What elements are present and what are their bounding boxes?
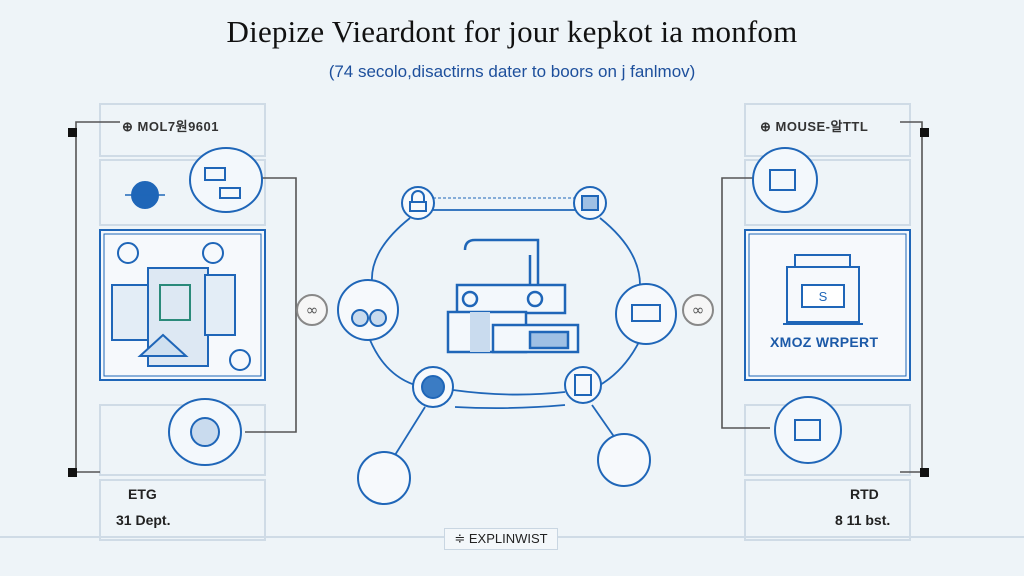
right-panel-header: ⊕ MOUSE-알TTL (760, 119, 869, 134)
network-link (454, 404, 566, 410)
link-left-icon[interactable] (296, 294, 328, 326)
left-footer-code: ETG (128, 486, 157, 502)
low-right-node-icon (597, 433, 651, 487)
bracket-handle (920, 128, 929, 137)
left-bracket (75, 121, 120, 473)
left-box-icon (117, 242, 139, 264)
network-link (394, 406, 426, 456)
network-link (452, 389, 566, 396)
right-footer-box (744, 479, 911, 541)
svg-text:∞: ∞ (306, 301, 319, 319)
network-link (599, 217, 641, 286)
right-connector (721, 177, 770, 429)
right-footer-value: 8 11 bst. (835, 512, 891, 528)
bracket-handle (68, 468, 77, 477)
page-title: Diepize Vieardont for jour kepkot ia mon… (226, 14, 798, 49)
left-panel-header: ⊕ MOL7원9601 (122, 119, 219, 134)
link-right-icon[interactable] (682, 294, 714, 326)
page-subtitle: (74 secolo,disactirns dater to boors on … (328, 62, 696, 81)
right-box-label: XMOZ WRPERT (770, 334, 879, 350)
network-link (369, 339, 416, 386)
left-box-icon (202, 242, 224, 264)
right-header-box (744, 103, 911, 157)
svg-text:∞: ∞ (692, 301, 705, 319)
right-upper-section (744, 159, 911, 226)
left-footer-value: 31 Dept. (116, 512, 171, 528)
left-header-box (99, 103, 266, 157)
right-bracket (900, 121, 923, 473)
bracket-handle (68, 128, 77, 137)
left-box-icon (229, 349, 251, 371)
bracket-handle (920, 468, 929, 477)
network-link (599, 339, 641, 386)
right-cluster-node-icon (615, 283, 677, 345)
right-top-bubble-icon (752, 147, 818, 213)
network-link (591, 404, 616, 439)
low-left-node-icon (357, 451, 411, 505)
left-upper-section (99, 159, 266, 226)
right-bottom-bubble-icon (774, 396, 842, 464)
door-machine-icon (111, 267, 236, 367)
network-link (371, 217, 411, 283)
server-rack-icon: S (783, 254, 863, 325)
left-connector (245, 177, 297, 433)
central-machine-icon (446, 238, 580, 354)
right-footer-code: RTD (850, 486, 879, 502)
bottom-label: ≑ EXPLINWIST (444, 528, 558, 550)
list-node-icon (564, 366, 602, 404)
left-footer-box (99, 479, 266, 541)
svg-text:S: S (819, 289, 828, 304)
left-cluster-node-icon (337, 279, 399, 341)
